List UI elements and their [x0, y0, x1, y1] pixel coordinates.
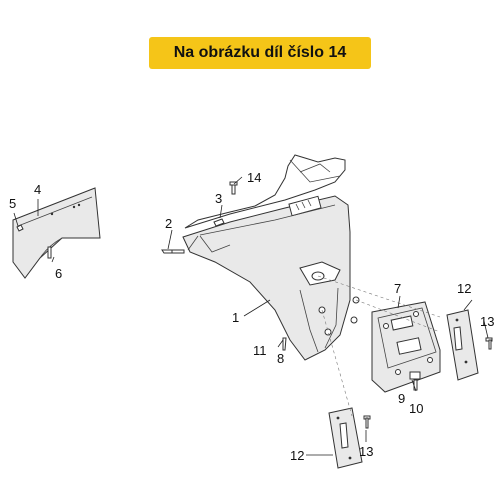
screw-part-14	[229, 181, 238, 195]
callout-12-right: 12	[457, 281, 471, 296]
reflector-part-12-lower	[328, 407, 363, 469]
callout-2: 2	[165, 216, 172, 231]
screw-part-6	[47, 246, 52, 259]
callout-14: 14	[247, 170, 261, 185]
callout-labels: 1 2 3 4 5 6 7 8 9 10 11 12 13 12 13 14	[9, 170, 494, 463]
rear-mudguard-part-1	[182, 154, 360, 361]
reflector-part-12-right	[446, 309, 479, 381]
banner-text: Na obrázku díl číslo 14	[173, 44, 347, 61]
clip-part-3	[213, 218, 225, 227]
callout-9: 9	[398, 391, 405, 406]
callout-6: 6	[55, 266, 62, 281]
screw-part-5	[16, 224, 24, 232]
callout-7: 7	[394, 281, 401, 296]
callout-5: 5	[9, 196, 16, 211]
callout-11: 11	[253, 343, 267, 358]
callout-13-right: 13	[480, 314, 494, 329]
part-number-banner: Na obrázku díl číslo 14	[149, 37, 371, 69]
callout-13-lower: 13	[359, 444, 373, 459]
callout-12-lower: 12	[290, 448, 304, 463]
side-panel-part-4	[12, 187, 101, 279]
callout-1: 1	[232, 310, 239, 325]
callout-8: 8	[277, 351, 284, 366]
license-bracket-part-7	[371, 301, 441, 393]
screw-part-13-right	[485, 337, 493, 350]
callout-3: 3	[215, 191, 222, 206]
assembly-guide-lines	[317, 275, 441, 417]
screw-part-13-lower	[363, 415, 371, 429]
screw-part-8	[282, 337, 287, 351]
leader-lines	[13, 176, 489, 456]
callout-10: 10	[409, 401, 423, 416]
callout-4: 4	[34, 182, 41, 197]
screw-part-2	[161, 249, 185, 254]
